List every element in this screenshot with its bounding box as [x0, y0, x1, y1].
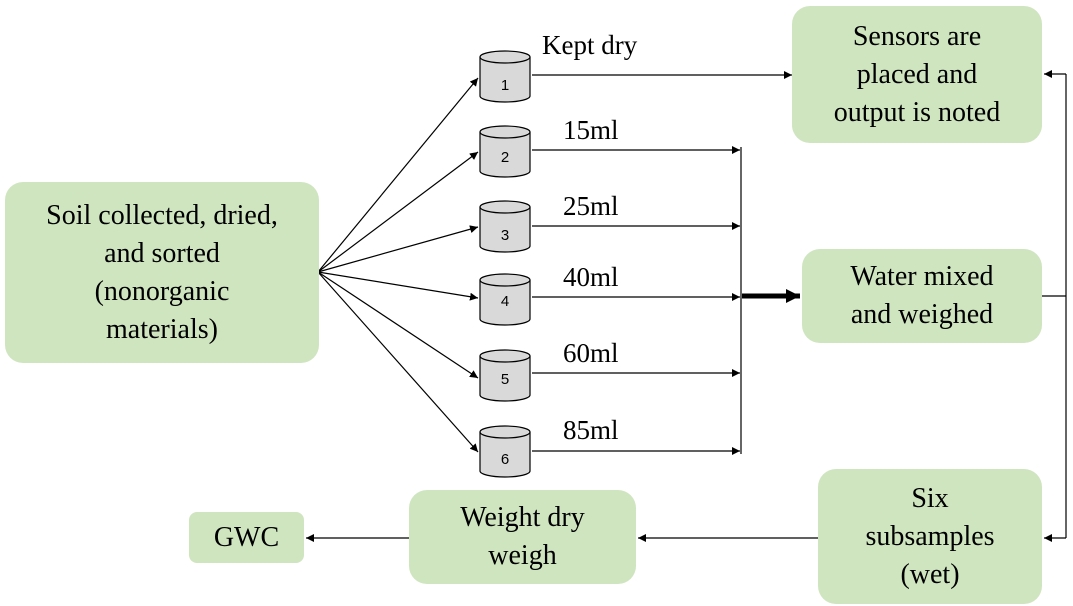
container-3 — [479, 200, 531, 253]
sensors-text: Sensors are placed and output is noted — [833, 20, 1001, 128]
container-6-label: 85ml — [563, 415, 619, 445]
water-mixed-box: Water mixed and weighed — [802, 249, 1042, 343]
gwc-box: GWC — [189, 512, 304, 563]
container-4 — [479, 273, 531, 326]
container-2-number: 2 — [501, 149, 509, 166]
container-4-label: 40ml — [563, 262, 619, 292]
gwc-text: GWC — [213, 521, 280, 553]
arrow-soil-to-container-4 — [317, 271, 479, 301]
soil-collected-box: Soil collected, dried, and sorted (nonor… — [5, 182, 319, 363]
container-3-number: 3 — [501, 227, 509, 244]
arrow-soil-to-container-3 — [317, 225, 479, 273]
container-5-number: 5 — [501, 371, 509, 388]
container-3-label: 25ml — [563, 191, 619, 221]
arrow-soil-to-container-2 — [317, 151, 479, 273]
container-2 — [479, 125, 531, 178]
arrow-soil-to-container-5 — [317, 271, 479, 379]
container-1-label: Kept dry — [542, 30, 638, 60]
container-1 — [479, 50, 531, 103]
weight-dry-text: Weight dry weigh — [460, 502, 585, 571]
sensors-box: Sensors are placed and output is noted — [792, 6, 1042, 143]
arrow-soil-to-container-1 — [317, 77, 479, 273]
arrow-soil-to-container-6 — [317, 271, 479, 453]
container-1-number: 1 — [501, 77, 509, 94]
weight-dry-box: Weight dry weigh — [409, 490, 636, 584]
container-6-number: 6 — [501, 451, 509, 468]
container-2-label: 15ml — [563, 115, 619, 145]
container-5 — [479, 349, 531, 402]
six-subsamples-box: Six subsamples (wet) — [818, 469, 1042, 604]
water-mixed-text: Water mixed and weighed — [850, 261, 994, 330]
six-subsamples-text: Six subsamples (wet) — [865, 482, 995, 590]
container-6 — [479, 425, 531, 478]
container-5-label: 60ml — [563, 338, 619, 368]
container-4-number: 4 — [501, 293, 509, 310]
soil-collected-text: Soil collected, dried, and sorted (nonor… — [46, 199, 278, 345]
